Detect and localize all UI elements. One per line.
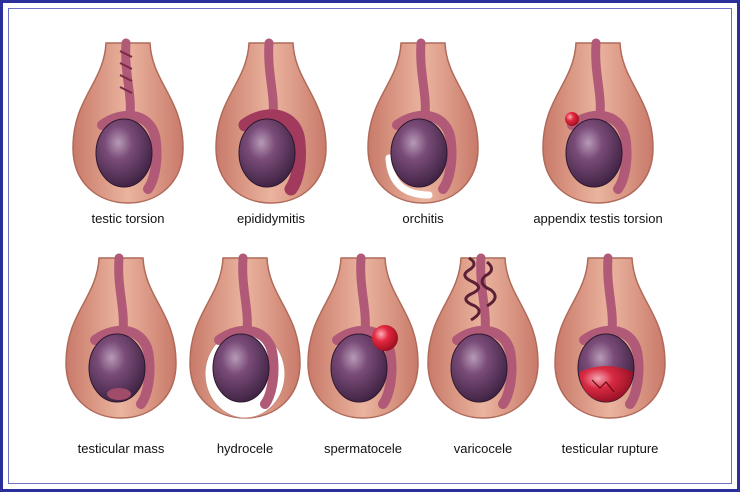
testis bbox=[238, 118, 296, 188]
testis bbox=[330, 333, 388, 403]
inflammation-rim bbox=[385, 154, 433, 199]
hydrocele-illustration bbox=[189, 253, 301, 419]
epididymis bbox=[238, 109, 306, 196]
rupture-caption: testicular rupture bbox=[561, 441, 659, 456]
epididymis bbox=[90, 325, 155, 409]
mass-caption: testicular mass bbox=[77, 441, 165, 456]
varicocele-illustration bbox=[427, 253, 539, 419]
torsion-illustration bbox=[72, 38, 184, 204]
spermatocele-illustration bbox=[307, 253, 419, 419]
epididymis bbox=[579, 325, 644, 409]
rupture-crack bbox=[591, 379, 615, 393]
orchitis-caption: orchitis bbox=[402, 211, 444, 226]
spermatic-cord bbox=[264, 38, 278, 120]
rupture-illustration bbox=[554, 253, 666, 419]
appendix-caption: appendix testis torsion bbox=[533, 211, 663, 226]
twisted-cord bbox=[119, 50, 133, 94]
testis bbox=[565, 118, 623, 188]
testis bbox=[95, 118, 153, 188]
mass-illustration bbox=[65, 253, 177, 419]
appendix-testis bbox=[565, 112, 579, 126]
spermatocele-caption: spermatocele bbox=[323, 441, 403, 456]
spermatic-cord bbox=[603, 253, 617, 335]
testis bbox=[212, 333, 270, 403]
epididymis bbox=[452, 325, 517, 409]
varicocele-caption: varicocele bbox=[453, 441, 513, 456]
figure-inner-border bbox=[8, 8, 732, 484]
epididymitis-caption: epididymitis bbox=[237, 211, 305, 226]
illustration-canvas bbox=[65, 38, 666, 419]
spermatic-cord bbox=[238, 253, 252, 335]
testis bbox=[390, 118, 448, 188]
epididymis bbox=[567, 110, 632, 194]
testis bbox=[450, 333, 508, 403]
torsion-caption: testic torsion bbox=[91, 211, 165, 226]
epididymis bbox=[392, 110, 457, 194]
epididymitis-illustration bbox=[215, 38, 327, 204]
epididymis bbox=[332, 325, 397, 409]
spermatic-cord bbox=[416, 38, 430, 120]
spermatic-cord bbox=[591, 38, 605, 120]
rupture-hemorrhage bbox=[579, 366, 633, 402]
testicular-mass bbox=[107, 388, 131, 400]
epididymis bbox=[97, 110, 162, 194]
hydrocele-caption: hydrocele bbox=[216, 441, 274, 456]
dilated-veins bbox=[463, 256, 497, 322]
spermatocele-cyst bbox=[372, 325, 398, 351]
testis bbox=[88, 333, 146, 403]
spermatic-cord bbox=[356, 253, 370, 335]
spermatic-cord bbox=[121, 38, 135, 120]
spermatic-cord bbox=[476, 253, 490, 335]
epididymis bbox=[214, 325, 279, 409]
spermatic-cord bbox=[114, 253, 128, 335]
orchitis-illustration bbox=[367, 38, 479, 204]
appendix-illustration bbox=[542, 38, 654, 204]
